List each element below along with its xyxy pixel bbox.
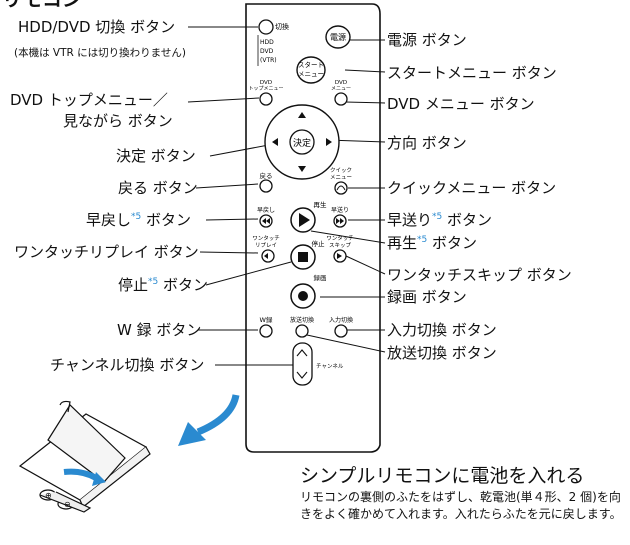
label-fast-forward: 早送り*5 ボタン (387, 211, 493, 229)
dvd-top-text-2: トップメニュー (248, 86, 283, 92)
channel-down-icon (296, 371, 308, 379)
label-rec: 録画 ボタン (387, 288, 467, 306)
power-text: 電源 (330, 33, 346, 42)
switch-opt-vtr: (VTR) (260, 57, 277, 64)
rewind-icon (266, 218, 270, 224)
battery-section-title: シンプルリモコンに電池を入れる (300, 465, 585, 487)
battery-cover (47, 404, 126, 483)
enter-text: 決定 (293, 137, 311, 149)
arrow-right-icon (326, 138, 332, 146)
input-text: 入力切換 (329, 316, 353, 324)
quick-text-2: メニュー (330, 174, 352, 181)
start-menu-button (296, 56, 326, 84)
fast-forward-icon (340, 218, 344, 224)
start-text-1: スタート (298, 60, 324, 69)
label-start-menu: スタートメニュー ボタン (387, 64, 557, 82)
switch-opt-hdd: HDD (260, 39, 274, 46)
dvd-top-text-1: DVD (260, 80, 272, 86)
channel-button (292, 342, 313, 386)
switch-opt-dvd: DVD (260, 48, 274, 55)
arrow-down-icon (298, 166, 306, 172)
quick-text-1: クイック (330, 167, 352, 174)
dvd-menu-text-2: メニュー (331, 86, 351, 92)
broadcast-button (295, 324, 309, 338)
rew-text: 早戻し (257, 206, 275, 214)
skip-icon (337, 253, 342, 259)
battery-body-line-1: リモコンの裏側のふたをはずし、乾電池(単４形、2 個)を向 (300, 490, 621, 504)
arrow-left-icon (272, 138, 278, 146)
quick-menu-button (334, 181, 348, 195)
header-text: リモコン (2, 0, 82, 11)
label-dvd-top-menu-2: 見ながら ボタン (63, 112, 173, 130)
label-replay: ワンタッチリプレイ ボタン (14, 243, 199, 261)
label-enter: 決定 ボタン (116, 147, 196, 165)
label-vtr-note: (本機は VTR には切り換わりません) (14, 47, 186, 59)
switch-text: 切換 (275, 22, 289, 31)
rec-text: 録画 (314, 273, 327, 282)
label-stop: 停止*5 ボタン (118, 276, 209, 294)
bcast-text: 放送切換 (290, 316, 314, 324)
stop-text: 停止 (312, 239, 326, 248)
skip-text-2: スキップ (329, 242, 352, 249)
svg-text:⊖: ⊖ (64, 500, 71, 509)
skip-text-1: ワンタッチ (326, 234, 354, 242)
ff-text: 早送り (331, 206, 349, 214)
rec-icon (298, 291, 308, 301)
svg-text:⊕: ⊕ (45, 491, 52, 500)
dvd-menu-button (334, 92, 348, 106)
battery-body-line-2: きをよく確かめて入れます。入れたらふたを元に戻します。 (300, 507, 622, 521)
label-back: 戻る ボタン (118, 179, 198, 197)
enter-button (289, 129, 315, 155)
header-fragment: リモコン (2, 0, 82, 11)
stop-icon (298, 252, 308, 262)
label-rewind: 早戻し*5 ボタン (86, 211, 192, 229)
label-skip: ワンタッチスキップ ボタン (387, 266, 572, 284)
insert-arrow-icon (196, 394, 240, 436)
replay-icon (264, 253, 268, 259)
wrec-text: W録 (260, 315, 273, 324)
label-input: 入力切換 ボタン (387, 321, 497, 339)
battery-arrow-icon (92, 472, 106, 486)
dvd-top-menu-button (259, 92, 273, 106)
label-w-rec: W 録 ボタン (117, 321, 202, 339)
play-text: 再生 (314, 200, 328, 209)
replay-text-2: リプレイ (255, 242, 277, 249)
label-power: 電源 ボタン (387, 31, 467, 49)
channel-up-icon (296, 349, 308, 357)
w-rec-button (259, 324, 273, 338)
label-direction: 方向 ボタン (387, 134, 467, 152)
label-hdd-dvd-switch: HDD/DVD 切換 ボタン (18, 18, 176, 36)
back-button (259, 179, 273, 193)
power-button (325, 25, 351, 49)
battery-section-body: リモコンの裏側のふたをはずし、乾電池(単４形、2 個)を向 きをよく確かめて入れ… (300, 489, 622, 523)
label-quick-menu: クイックメニュー ボタン (387, 179, 557, 197)
label-channel: チャンネル切換 ボタン (50, 356, 205, 374)
label-play: 再生*5 ボタン (387, 234, 478, 252)
replay-text-1: ワンタッチ (252, 234, 280, 242)
play-icon (299, 213, 310, 227)
label-dvd-menu: DVD メニュー ボタン (387, 95, 535, 113)
arrow-up-icon (298, 112, 306, 118)
label-dvd-top-menu: DVD トップメニュー／ (10, 91, 168, 109)
channel-text: チャンネル (316, 363, 344, 370)
start-text-2: メニュー (298, 70, 324, 78)
remote-back-illustration: ⊕ ⊖ (18, 400, 151, 513)
quick-icon (336, 185, 346, 191)
label-broadcast: 放送切換 ボタン (387, 344, 497, 362)
input-button (334, 324, 348, 338)
dvd-menu-text-1: DVD (335, 80, 347, 86)
back-text: 戻る (260, 171, 273, 180)
switch-button (258, 19, 274, 35)
